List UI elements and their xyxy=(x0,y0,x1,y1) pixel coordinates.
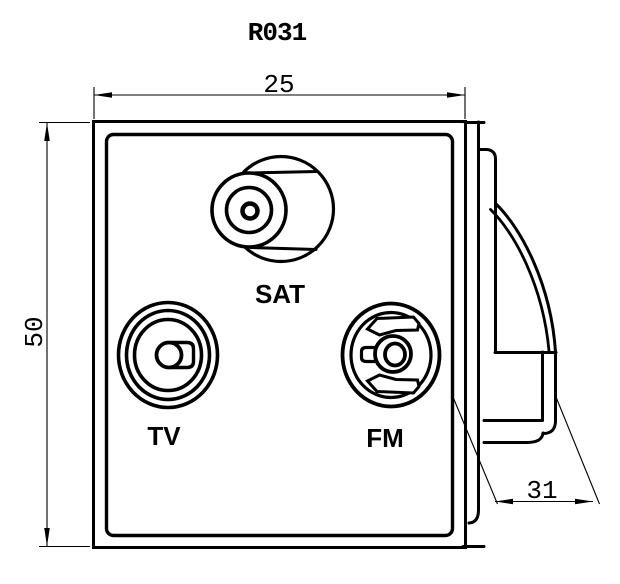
sat-center-pin xyxy=(240,201,260,221)
dim-depth-ext-right xyxy=(555,396,601,505)
dim-width-arrow-right xyxy=(447,92,465,98)
dim-depth-arrow-left xyxy=(495,498,513,505)
tv-inner-ring xyxy=(132,317,204,393)
tv-middle-ring xyxy=(124,308,212,402)
front-plate-outer-outline xyxy=(92,120,467,549)
tv-connector-icon: TV xyxy=(116,300,220,451)
sat-top-tangent xyxy=(249,170,319,175)
side-body-dome-outer xyxy=(494,202,557,435)
dim-depth-value: 31 xyxy=(526,476,557,506)
drawing-title: R031 xyxy=(248,18,307,48)
fm-top-contact xyxy=(365,315,421,337)
fm-connector-icon: FM xyxy=(340,301,442,453)
side-body-front-edge xyxy=(477,148,497,354)
fm-center-hole xyxy=(383,341,407,368)
sat-connector-icon: SAT xyxy=(210,154,336,309)
tv-label: TV xyxy=(147,421,181,451)
fm-label: FM xyxy=(366,423,404,453)
dim-height-arrow-bottom xyxy=(44,528,50,546)
dim-width-arrow-left xyxy=(94,92,112,98)
fm-inner-ring xyxy=(349,310,433,400)
dim-depth-arrow-right xyxy=(575,498,593,505)
dimension-width: 25 xyxy=(93,70,466,119)
fm-bottom-contact xyxy=(365,373,421,395)
front-plate-inner-outline xyxy=(104,132,455,538)
dim-depth-ext-left xyxy=(452,396,499,505)
dimension-height: 50 xyxy=(20,121,90,548)
side-body-dome-inner xyxy=(489,208,551,353)
sat-front-face xyxy=(210,171,288,249)
dimension-depth: 31 xyxy=(452,396,601,506)
side-plate-back-edge xyxy=(467,120,480,525)
side-foot-bottom-edge xyxy=(482,431,545,444)
front-view xyxy=(92,120,467,549)
dim-height-arrow-top xyxy=(44,123,50,141)
sat-thread-ring xyxy=(224,185,274,235)
dim-height-value: 50 xyxy=(20,316,50,347)
dim-width-value: 25 xyxy=(263,70,294,100)
sat-bottom-tangent xyxy=(249,246,318,251)
side-view xyxy=(461,120,558,548)
tv-center-pin xyxy=(154,340,184,370)
sat-label: SAT xyxy=(255,279,305,309)
